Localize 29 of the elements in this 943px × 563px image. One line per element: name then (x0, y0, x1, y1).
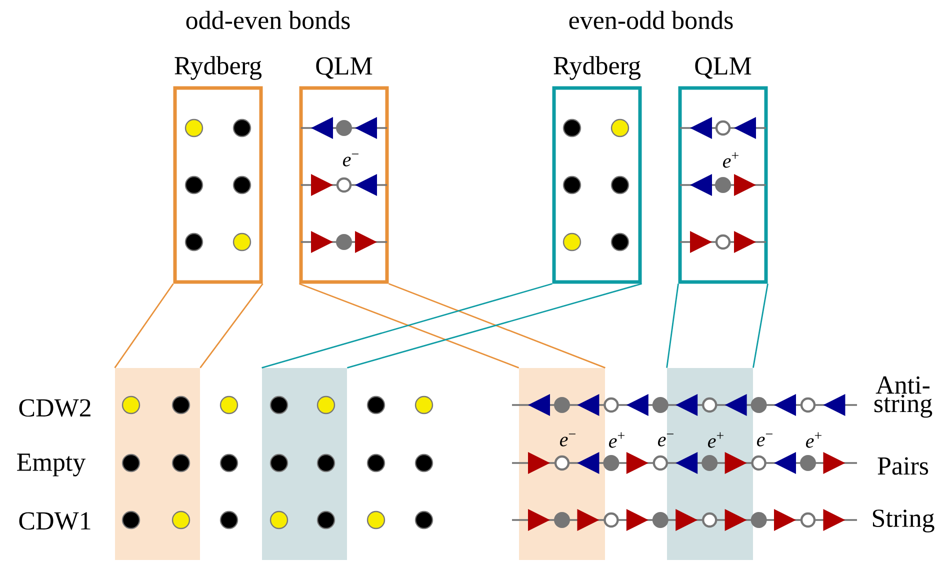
connector-line (114, 283, 174, 368)
connector-line (299, 283, 520, 368)
label: odd-even bonds (186, 10, 350, 30)
label: even-odd bonds (569, 10, 733, 30)
shaded-band (262, 368, 347, 560)
label: Pairs (878, 457, 928, 475)
lattice-box: Rydberg (552, 56, 642, 284)
charge-label: e$^{−}$ (658, 434, 674, 446)
node-label: QLM (316, 57, 372, 79)
connector-line (347, 283, 642, 368)
lattice-box: QLM e$^{+}$ (678, 57, 768, 284)
node-label: Rydberg (174, 56, 262, 80)
charge-label: e$^{−}$ (560, 434, 576, 446)
node-label: QLM (695, 57, 752, 79)
connector-line (262, 283, 552, 368)
label: String (872, 510, 934, 532)
connector-line (752, 284, 768, 368)
label: Anti- string (874, 376, 932, 418)
connector-line (666, 284, 679, 368)
charge-label: e$^{+}$ (806, 432, 822, 448)
connector-line (388, 283, 606, 368)
connector-line (200, 283, 264, 368)
label: CDW1 (19, 512, 90, 530)
lattice-box: QLM e$^{−}$ (299, 57, 389, 284)
lattice-box: Rydberg (173, 56, 263, 284)
label: Empty (17, 454, 86, 476)
charge-label: e$^{+}$ (708, 432, 724, 448)
shaded-band (115, 368, 200, 560)
node-label: Rydberg (554, 56, 641, 80)
